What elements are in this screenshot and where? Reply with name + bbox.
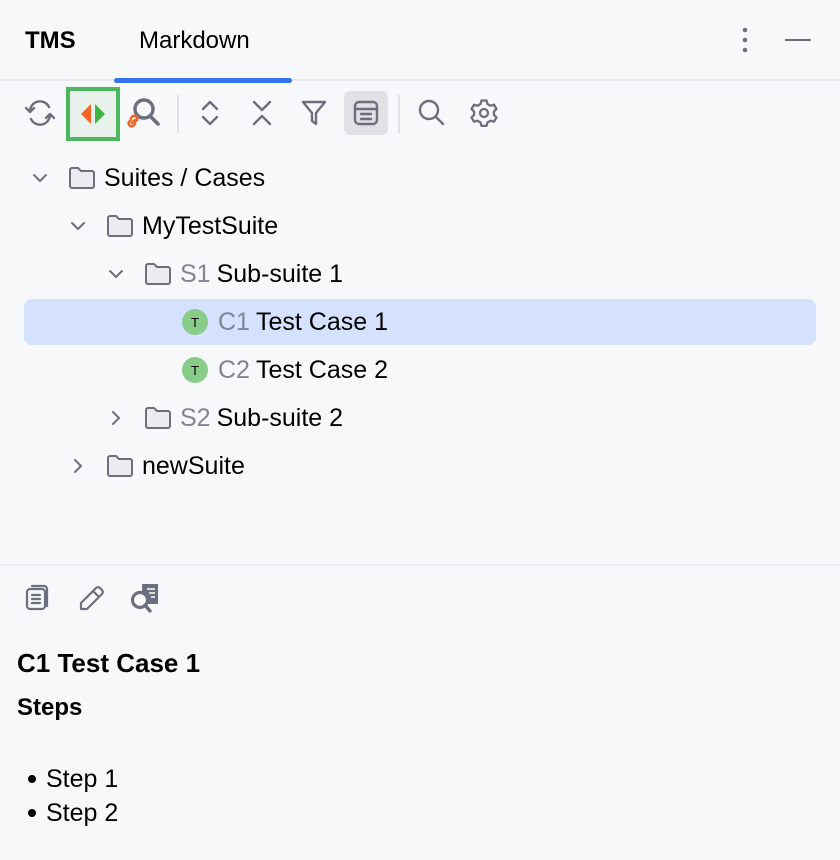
- suite-id: S2: [180, 404, 211, 432]
- toggle-diff-button[interactable]: [66, 87, 120, 141]
- more-options-button[interactable]: [729, 24, 761, 56]
- minimize-icon: [785, 39, 811, 41]
- preview-panel-icon: [353, 100, 379, 126]
- refresh-button[interactable]: [18, 91, 62, 135]
- tree-item-newsuite[interactable]: newSuite: [24, 443, 816, 489]
- folder-icon: [107, 455, 133, 477]
- search-button[interactable]: [410, 91, 454, 135]
- edit-button[interactable]: [74, 580, 110, 616]
- refresh-icon: [24, 100, 56, 126]
- search-link-icon: [127, 98, 160, 128]
- copy-button[interactable]: [20, 580, 56, 616]
- splitter[interactable]: [0, 564, 840, 566]
- copy-icon: [25, 584, 49, 611]
- gear-icon: [470, 99, 498, 128]
- tab-markdown[interactable]: Markdown: [114, 0, 292, 83]
- active-tab-indicator: [114, 78, 292, 83]
- preview-panel-button[interactable]: [344, 91, 388, 135]
- steps-heading: Steps: [17, 694, 83, 721]
- folder-icon: [145, 263, 171, 285]
- settings-button[interactable]: [462, 91, 506, 135]
- folder-icon: [69, 167, 95, 189]
- toolbar-separator: [177, 95, 179, 133]
- collapse-all-button[interactable]: [240, 91, 284, 135]
- filter-icon: [301, 100, 327, 126]
- chevron-down-icon[interactable]: [30, 168, 50, 188]
- expand-all-icon: [201, 100, 219, 126]
- case-id: C2: [218, 356, 250, 384]
- tool-window-header: TMS Markdown: [0, 0, 840, 83]
- chevron-right-icon[interactable]: [106, 408, 126, 428]
- toolbar-separator: [398, 95, 400, 133]
- folder-icon: [107, 215, 133, 237]
- tree-item-suites-cases[interactable]: Suites / Cases: [24, 155, 816, 201]
- expand-all-button[interactable]: [188, 91, 232, 135]
- step-item: Step 2: [28, 796, 118, 830]
- more-vertical-icon: [742, 27, 748, 53]
- chevron-right-icon[interactable]: [68, 456, 88, 476]
- find-linked-button[interactable]: [121, 91, 165, 135]
- filter-button[interactable]: [292, 91, 336, 135]
- tool-window-title: TMS: [25, 27, 76, 54]
- detail-toolbar: [0, 576, 840, 620]
- test-case-badge-icon: T: [182, 357, 208, 383]
- search-icon: [418, 99, 445, 126]
- steps-list: Step 1 Step 2: [28, 762, 118, 830]
- chevron-down-icon[interactable]: [68, 216, 88, 236]
- step-item: Step 1: [28, 762, 118, 796]
- suite-id: S1: [180, 260, 211, 288]
- chevron-down-icon[interactable]: [106, 264, 126, 284]
- collapse-all-icon: [252, 100, 272, 126]
- minimize-button[interactable]: [782, 24, 814, 56]
- test-case-badge-icon: T: [182, 309, 208, 335]
- tree-item-label: MyTestSuite: [142, 212, 279, 240]
- diff-arrows-icon: [81, 104, 105, 124]
- tab-markdown-label: Markdown: [139, 27, 250, 54]
- find-usages-button[interactable]: [126, 580, 162, 616]
- tree-item-mytestsuite[interactable]: MyTestSuite: [24, 203, 816, 249]
- case-id: C1: [218, 308, 250, 336]
- pencil-icon: [79, 586, 104, 611]
- tree-toolbar: [0, 83, 840, 145]
- folder-icon: [145, 407, 171, 429]
- tree-item-label: newSuite: [142, 452, 245, 480]
- tree-item-label: Suites / Cases: [104, 164, 266, 192]
- search-document-icon: [130, 584, 158, 613]
- case-title: C1 Test Case 1: [17, 648, 201, 678]
